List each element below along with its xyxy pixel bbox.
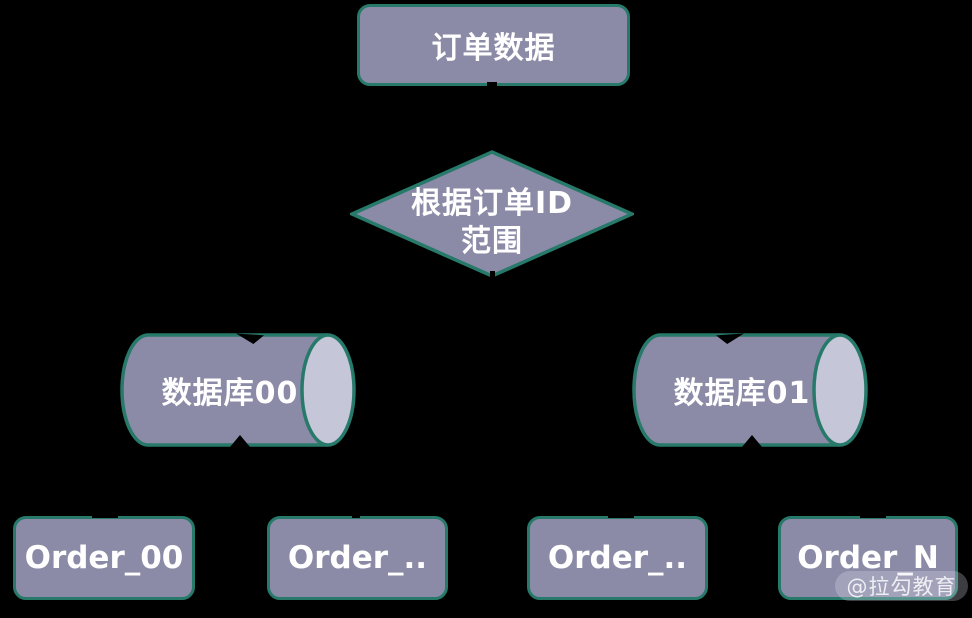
node-database-01: 数据库01 (630, 333, 870, 447)
node-order-n: Order_N (778, 516, 958, 600)
connector-stub-source (487, 82, 497, 91)
node-order-dots-left-label: Order_.. (287, 540, 428, 576)
node-order-dots-right-label: Order_.. (547, 540, 688, 576)
node-order-dots-right: Order_.. (527, 516, 708, 600)
watermark-label: @拉勾教育 (846, 575, 957, 599)
node-decision-label: 根据订单ID 范围 (350, 150, 634, 278)
node-database-00: 数据库00 (118, 333, 358, 447)
node-order-00-label: Order_00 (24, 540, 184, 576)
node-order-data: 订单数据 (357, 4, 630, 86)
connector-stub-decision (490, 271, 495, 282)
arrowhead-into-database-00 (236, 333, 264, 344)
node-order-data-label: 订单数据 (431, 31, 556, 66)
arrowhead-into-order-dots-left (352, 514, 360, 518)
arrowhead-into-order-00 (92, 513, 118, 518)
cylinder-shape (632, 333, 868, 447)
decision-label-line2: 范围 (461, 224, 523, 259)
node-database-01-label: 数据库01 (673, 376, 811, 411)
arrowhead-into-order-n (860, 513, 886, 518)
decision-label-line1: 根据订单ID (410, 186, 574, 221)
node-order-n-label: Order_N (797, 540, 939, 576)
node-order-dots-left: Order_.. (267, 516, 448, 600)
cylinder-shape (120, 333, 356, 447)
watermark-badge: @拉勾教育 (835, 571, 968, 601)
node-decision: 根据订单ID 范围 (350, 150, 634, 278)
arrowhead-into-order-dots-right (608, 513, 634, 518)
node-database-00-label: 数据库00 (161, 376, 299, 411)
node-order-00: Order_00 (13, 516, 195, 600)
arrowhead-into-database-01 (716, 333, 744, 344)
